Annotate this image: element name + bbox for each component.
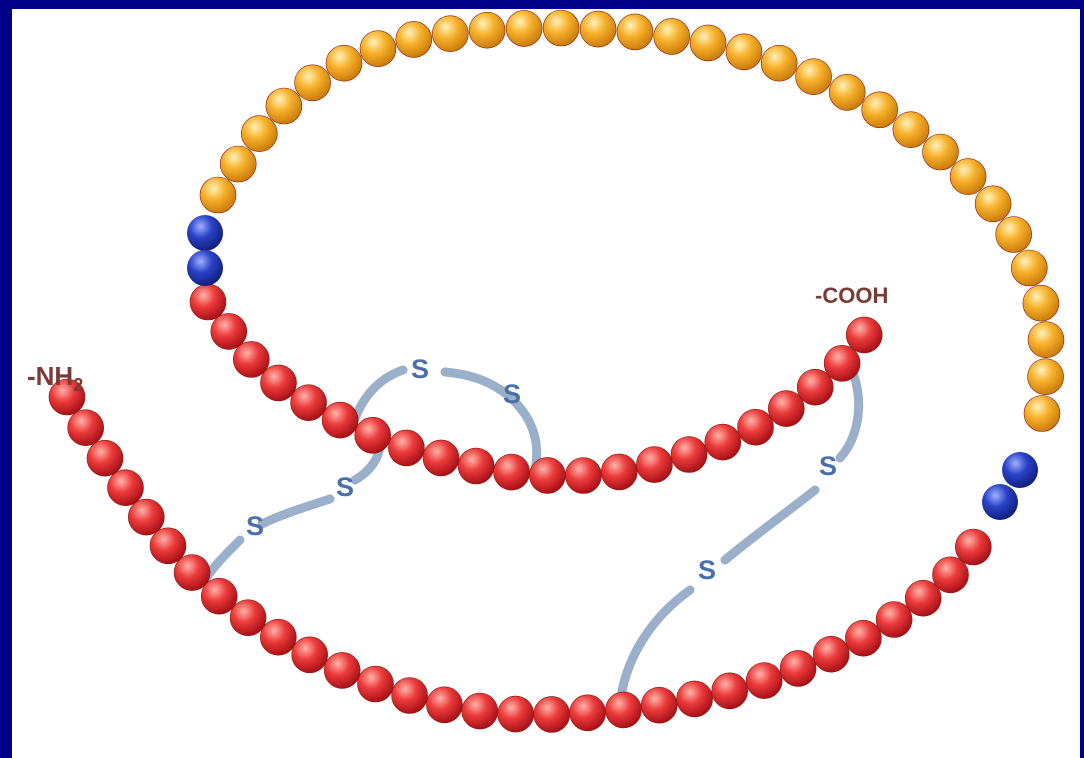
orange-residue [726, 34, 762, 70]
n-terminus-label: -NH2 [27, 361, 83, 395]
orange-residue [617, 14, 653, 50]
blue-residue [1002, 452, 1038, 488]
red-residue [955, 529, 991, 565]
red-residue [636, 447, 672, 483]
red-residue [388, 430, 424, 466]
orange-residue [829, 74, 865, 110]
sulfur-label: S [503, 379, 521, 409]
red-residue [780, 650, 816, 686]
red-residue [108, 470, 144, 506]
orange-residue [241, 116, 277, 152]
chain-segment-1 [49, 379, 991, 732]
orange-residue [200, 177, 236, 213]
red-residue [876, 602, 912, 638]
red-residue [824, 345, 860, 381]
red-residue [423, 440, 459, 476]
red-residue [601, 454, 637, 490]
orange-residue [923, 134, 959, 170]
red-residue [671, 437, 707, 473]
orange-residue [950, 159, 986, 195]
orange-residue [862, 92, 898, 128]
red-residue [260, 619, 296, 655]
red-residue [358, 666, 394, 702]
orange-residue [543, 10, 579, 46]
sulfur-label: S [336, 472, 354, 502]
red-residue [291, 385, 327, 421]
red-residue [190, 284, 226, 320]
red-residue [768, 391, 804, 427]
red-residue [813, 636, 849, 672]
orange-residue [690, 25, 726, 61]
red-residue [845, 620, 881, 656]
red-residue [426, 687, 462, 723]
orange-residue [432, 16, 468, 52]
red-residue [462, 693, 498, 729]
red-residue [534, 696, 570, 732]
orange-residue [654, 18, 690, 54]
orange-residue [295, 65, 331, 101]
orange-residue [469, 12, 505, 48]
red-residue [128, 499, 164, 535]
orange-residue [893, 112, 929, 148]
red-residue [211, 313, 247, 349]
orange-residue [761, 45, 797, 81]
orange-residue [220, 146, 256, 182]
sulfur-label: S [411, 354, 429, 384]
red-residue [529, 457, 565, 493]
insulin-structure-diagram: S S S S S S -NH2 -COOH [12, 9, 1080, 758]
sulfur-label: S [698, 555, 716, 585]
blue-residue [187, 250, 223, 286]
sulfur-label: S [246, 511, 264, 541]
red-residue [712, 673, 748, 709]
red-residue [641, 687, 677, 723]
orange-residue [975, 186, 1011, 222]
n-terminus-subscript: 2 [73, 375, 83, 395]
orange-residue [1028, 322, 1064, 358]
red-residue [261, 365, 297, 401]
orange-residue [1024, 396, 1060, 432]
red-residue [498, 696, 534, 732]
red-residue [355, 417, 391, 453]
red-residue [322, 402, 358, 438]
orange-residue [396, 21, 432, 57]
amino-acid-chains [49, 10, 1064, 732]
orange-residue [326, 45, 362, 81]
orange-residue [360, 31, 396, 67]
orange-residue [1023, 285, 1059, 321]
disulfide-bond [205, 437, 380, 580]
red-residue [846, 317, 882, 353]
blue-residue [187, 215, 223, 251]
red-residue [392, 678, 428, 714]
orange-residue [506, 10, 542, 46]
red-residue [458, 448, 494, 484]
c-terminus-label: -COOH [815, 283, 888, 308]
diagram-frame: S S S S S S -NH2 -COOH [12, 9, 1080, 758]
red-residue [230, 600, 266, 636]
orange-residue [796, 59, 832, 95]
red-residue [565, 458, 601, 494]
red-residue [570, 695, 606, 731]
sulfur-label: S [819, 451, 837, 481]
red-residue [494, 454, 530, 490]
red-residue [746, 663, 782, 699]
red-residue [738, 409, 774, 445]
red-residue [705, 424, 741, 460]
orange-residue [1028, 359, 1064, 395]
orange-residue [1011, 250, 1047, 286]
red-residue [606, 692, 642, 728]
red-residue [292, 637, 328, 673]
orange-residue [996, 217, 1032, 253]
chain-segment-2 [190, 284, 882, 494]
red-residue [324, 652, 360, 688]
chain-segment-3 [200, 10, 1064, 432]
red-residue [87, 440, 123, 476]
red-residue [677, 681, 713, 717]
red-residue [68, 410, 104, 446]
orange-residue [266, 88, 302, 124]
red-residue [201, 578, 237, 614]
blue-residue [982, 484, 1018, 520]
orange-residue [580, 11, 616, 47]
red-residue [933, 557, 969, 593]
